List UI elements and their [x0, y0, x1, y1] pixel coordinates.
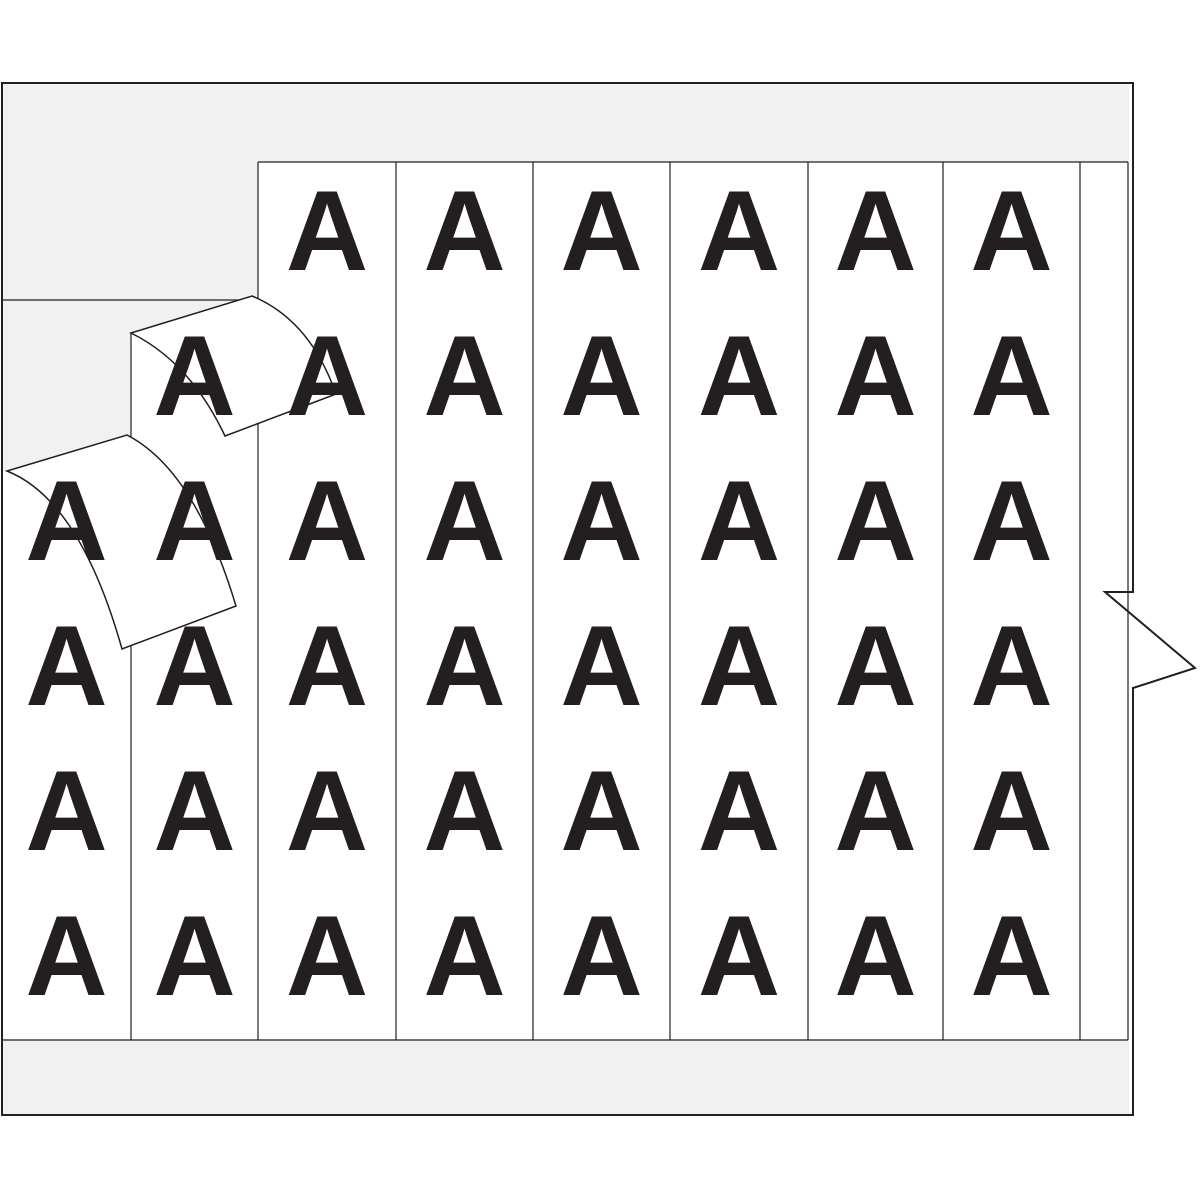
label-letter: A: [286, 748, 368, 875]
label-letter: A: [423, 313, 505, 440]
label-letter: A: [698, 168, 780, 295]
bottom-liner-strip: [3, 1040, 1129, 1114]
label-letter: A: [560, 748, 642, 875]
label-letter: A: [970, 168, 1052, 295]
label-letter: A: [423, 458, 505, 585]
label-grid: AAAAAAAAAAAAAAAAAAAAAAAAAAAAAAAAAAAAAAAA…: [25, 168, 1052, 1020]
label-letter: A: [834, 313, 916, 440]
label-letter: A: [423, 168, 505, 295]
top-liner-strip: [3, 84, 1129, 162]
label-letter: A: [970, 458, 1052, 585]
label-letter: A: [153, 603, 235, 730]
label-letter: A: [970, 603, 1052, 730]
column-dividers: [130, 162, 1129, 1040]
exposed-liner-area: [3, 162, 258, 470]
label-letter: A: [970, 748, 1052, 875]
label-letter: A: [560, 458, 642, 585]
peeled-label-upper: [128, 295, 337, 437]
label-letter: A: [423, 893, 505, 1020]
label-letter: A: [560, 893, 642, 1020]
label-letter: A: [834, 603, 916, 730]
label-letter: A: [560, 168, 642, 295]
label-letter: A: [970, 893, 1052, 1020]
label-letter: A: [153, 748, 235, 875]
peeled-label-lower: [4, 434, 237, 650]
label-letter: A: [834, 748, 916, 875]
label-letter: A: [25, 458, 107, 585]
label-letter: A: [153, 893, 235, 1020]
label-letter: A: [560, 603, 642, 730]
label-letter: A: [560, 313, 642, 440]
label-letter: A: [698, 458, 780, 585]
label-letter: A: [286, 603, 368, 730]
label-letter: A: [423, 748, 505, 875]
label-letter: A: [25, 893, 107, 1020]
label-letter: A: [970, 313, 1052, 440]
label-letter: A: [423, 603, 505, 730]
label-letter: A: [834, 893, 916, 1020]
label-letter: A: [286, 313, 368, 440]
label-letter: A: [286, 458, 368, 585]
label-letter: A: [153, 458, 235, 585]
label-letter: A: [834, 458, 916, 585]
label-letter: A: [25, 603, 107, 730]
label-letter: A: [698, 893, 780, 1020]
label-letter: A: [698, 313, 780, 440]
label-letter: A: [153, 313, 235, 440]
label-letter: A: [286, 893, 368, 1020]
label-letter: A: [698, 748, 780, 875]
label-letter: A: [834, 168, 916, 295]
label-letter: A: [286, 168, 368, 295]
label-letter: A: [25, 748, 107, 875]
label-letter: A: [698, 603, 780, 730]
